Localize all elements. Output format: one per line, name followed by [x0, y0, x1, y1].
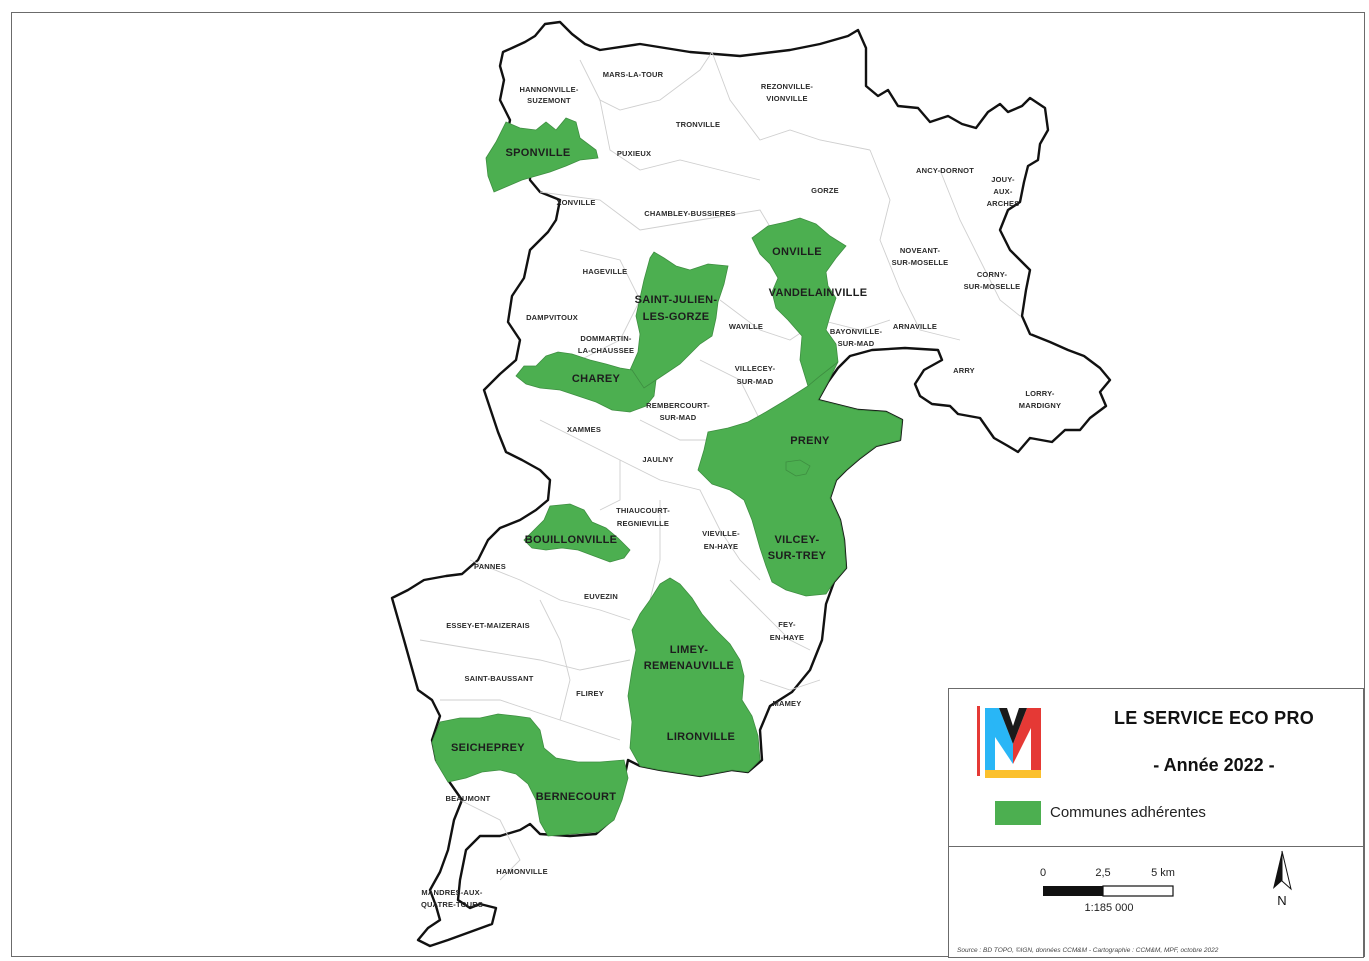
label-hageville: HAGEVILLE [583, 267, 628, 276]
scale-ratio: 1:185 000 [1084, 902, 1134, 914]
label-noveant-2: SUR-MOSELLE [892, 258, 949, 267]
labels-adherentes: SPONVILLE ONVILLE VANDELAINVILLE SAINT-J… [451, 147, 867, 803]
north-arrow-icon: N [1273, 850, 1292, 908]
label-beaumont: BEAUMONT [446, 794, 491, 803]
label-fey-1: FEY- [778, 620, 796, 629]
label-saint-julien-1: SAINT-JULIEN- [635, 294, 718, 306]
label-hamonville: HAMONVILLE [496, 867, 548, 876]
label-fey-2: EN-HAYE [770, 633, 804, 642]
labels-communes: MARS-LA-TOUR HANNONVILLE- SUZEMONT REZON… [421, 70, 1061, 909]
label-lironville: LIRONVILLE [667, 731, 735, 743]
label-arnaville: ARNAVILLE [893, 322, 937, 331]
label-limey-1: LIMEY- [670, 644, 709, 656]
label-vandelainville: VANDELAINVILLE [769, 287, 868, 299]
label-villecey-1: VILLECEY- [735, 364, 776, 373]
scale-tick-1: 2,5 [1095, 867, 1110, 879]
label-puxieux: PUXIEUX [617, 149, 651, 158]
area-limey-lironville [627, 577, 761, 777]
legend-title: LE SERVICE ECO PRO [1113, 708, 1315, 728]
label-jouy-1: JOUY- [991, 175, 1015, 184]
label-saint-baussant: SAINT-BAUSSANT [464, 674, 533, 683]
scale-tick-0: 0 [1040, 867, 1046, 879]
area-onville-vandelainville [751, 217, 847, 387]
label-corny-2: SUR-MOSELLE [964, 282, 1021, 291]
legend-label-adherentes: Communes adhérentes [1050, 804, 1206, 821]
label-flirey: FLIREY [576, 689, 604, 698]
label-bouillonville: BOUILLONVILLE [525, 534, 618, 546]
label-lorry-1: LORRY- [1025, 389, 1055, 398]
label-essey: ESSEY-ET-MAIZERAIS [446, 621, 530, 630]
communes-adherentes-areas [431, 117, 903, 837]
label-tronville: TRONVILLE [676, 120, 720, 129]
scale-segment-white [1102, 885, 1174, 897]
area-seicheprey-bernecourt [431, 713, 629, 837]
label-noveant-1: NOVEANT- [900, 246, 941, 255]
label-vilcey-1: VILCEY- [775, 534, 820, 546]
area-sponville [485, 117, 599, 193]
label-hannonville-2: SUZEMONT [527, 96, 571, 105]
label-xammes: XAMMES [567, 425, 601, 434]
area-bouillonville [523, 503, 631, 563]
label-limey-2: REMENAUVILLE [644, 660, 734, 672]
label-jaulny: JAULNY [642, 455, 673, 464]
label-hannonville-1: HANNONVILLE- [519, 85, 578, 94]
label-dommartin-2: LA-CHAUSSEE [578, 346, 634, 355]
label-bayonville-1: BAYONVILLE- [830, 327, 883, 336]
label-corny-1: CORNY- [977, 270, 1008, 279]
commune-boundaries [419, 51, 1021, 881]
label-vieville-2: EN-HAYE [704, 542, 738, 551]
label-mars-la-tour: MARS-LA-TOUR [603, 70, 664, 79]
label-lorry-2: MARDIGNY [1019, 401, 1061, 410]
label-waville: WAVILLE [729, 322, 763, 331]
label-saint-julien-2: LES-GORZE [643, 311, 710, 323]
label-rembercourt-1: REMBERCOURT- [646, 401, 710, 410]
ccmm-logo [977, 706, 1041, 778]
label-seicheprey: SEICHEPREY [451, 742, 525, 754]
label-mandres-2: QUATRE-TOURS [421, 900, 483, 909]
label-preny: PRENY [790, 435, 830, 447]
label-rembercourt-2: SUR-MAD [660, 413, 697, 422]
label-vieville-1: VIEVILLE- [702, 529, 740, 538]
label-rezonville-1: REZONVILLE- [761, 82, 814, 91]
label-onville: ONVILLE [772, 246, 822, 258]
area-preny-vilcey [697, 361, 903, 597]
label-charey: CHAREY [572, 373, 621, 385]
label-arry: ARRY [953, 366, 975, 375]
label-vilcey-2: SUR-TREY [768, 550, 827, 562]
label-mamey: MAMEY [773, 699, 802, 708]
source-credit: Source : BD TOPO, ©IGN, données CCM&M - … [957, 947, 1219, 954]
label-dommartin-1: DOMMARTIN- [580, 334, 631, 343]
label-sponville: SPONVILLE [505, 147, 570, 159]
legend-divider [949, 846, 1363, 847]
label-xonville: XONVILLE [556, 198, 595, 207]
scale-bar: 0 2,5 5 km [1040, 867, 1175, 897]
label-thiaucourt-1: THIAUCOURT- [616, 506, 670, 515]
label-jouy-2: AUX- [993, 187, 1012, 196]
legend-year: - Année 2022 - [1153, 755, 1275, 775]
map-legend: LE SERVICE ECO PRO - Année 2022 - Commun… [948, 688, 1364, 958]
label-thiaucourt-2: REGNIEVILLE [617, 519, 669, 528]
area-charey [515, 351, 657, 413]
area-saint-julien [629, 251, 729, 389]
label-villecey-2: SUR-MAD [737, 377, 774, 386]
label-dampvitoux: DAMPVITOUX [526, 313, 578, 322]
scale-tick-2: 5 km [1151, 867, 1175, 879]
legend-swatch-adherentes [995, 801, 1041, 825]
scale-segment-black [1043, 886, 1103, 896]
label-pannes: PANNES [474, 562, 506, 571]
label-bernecourt: BERNECOURT [536, 791, 617, 803]
label-euvezin: EUVEZIN [584, 592, 618, 601]
label-gorze: GORZE [811, 186, 839, 195]
label-rezonville-2: VIONVILLE [766, 94, 807, 103]
label-chambley: CHAMBLEY-BUSSIERES [644, 209, 736, 218]
label-jouy-3: ARCHES [987, 199, 1020, 208]
north-label: N [1277, 893, 1286, 908]
label-bayonville-2: SUR-MAD [838, 339, 875, 348]
label-mandres-1: MANDRES-AUX- [421, 888, 482, 897]
label-ancy-dornot: ANCY-DORNOT [916, 166, 974, 175]
